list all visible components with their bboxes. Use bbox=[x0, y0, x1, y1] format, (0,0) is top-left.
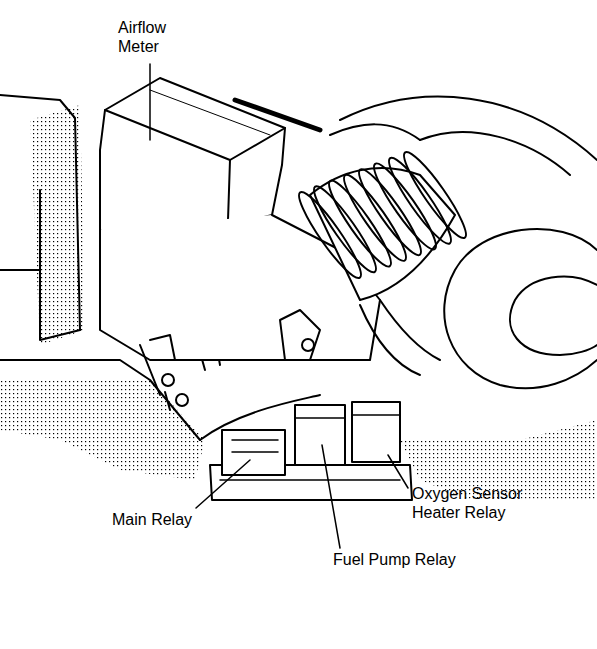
part-label: Oxygen Sensor Heater Relay bbox=[412, 484, 542, 522]
leader-line bbox=[322, 445, 340, 548]
air-duct bbox=[420, 132, 570, 175]
leader-line bbox=[149, 64, 151, 140]
panel-edge bbox=[40, 190, 80, 340]
bellows-ridges bbox=[292, 147, 473, 284]
air-duct bbox=[330, 124, 420, 140]
panel-edge bbox=[0, 269, 40, 271]
mount-bracket bbox=[280, 310, 320, 360]
airflow-meter-edge bbox=[105, 110, 285, 160]
main-relay bbox=[222, 430, 285, 475]
oxygen-sensor-heater-relay bbox=[352, 414, 400, 416]
fuel-pump-relay bbox=[295, 405, 345, 465]
fan-hub bbox=[510, 277, 597, 355]
airflow-meter-shade bbox=[150, 90, 270, 135]
mount-bracket bbox=[140, 335, 175, 410]
air-duct bbox=[340, 97, 597, 160]
bellows-ridge bbox=[397, 147, 473, 244]
main-relay bbox=[232, 440, 278, 452]
mount-bolt bbox=[302, 339, 314, 351]
oxygen-sensor-heater-relay bbox=[352, 402, 400, 462]
airflow-meter-shade bbox=[235, 100, 320, 130]
fan-wheel bbox=[444, 229, 597, 388]
leader-lines bbox=[150, 64, 408, 548]
leader-line bbox=[196, 460, 250, 508]
mount-bolt bbox=[176, 394, 188, 406]
part-label: Airflow Meter bbox=[118, 18, 198, 56]
shadow-stipple bbox=[0, 380, 205, 480]
airflow-meter-edge bbox=[228, 160, 230, 220]
fuel-pump-relay bbox=[295, 417, 345, 419]
panel-edge bbox=[0, 360, 200, 440]
part-label: Main Relay bbox=[112, 510, 232, 529]
mount-bolt bbox=[162, 374, 174, 386]
bellows-ridge bbox=[382, 152, 458, 249]
hose bbox=[360, 300, 440, 375]
leader-line bbox=[388, 455, 408, 488]
part-label: Fuel Pump Relay bbox=[333, 550, 493, 569]
relay-bracket bbox=[220, 479, 400, 481]
